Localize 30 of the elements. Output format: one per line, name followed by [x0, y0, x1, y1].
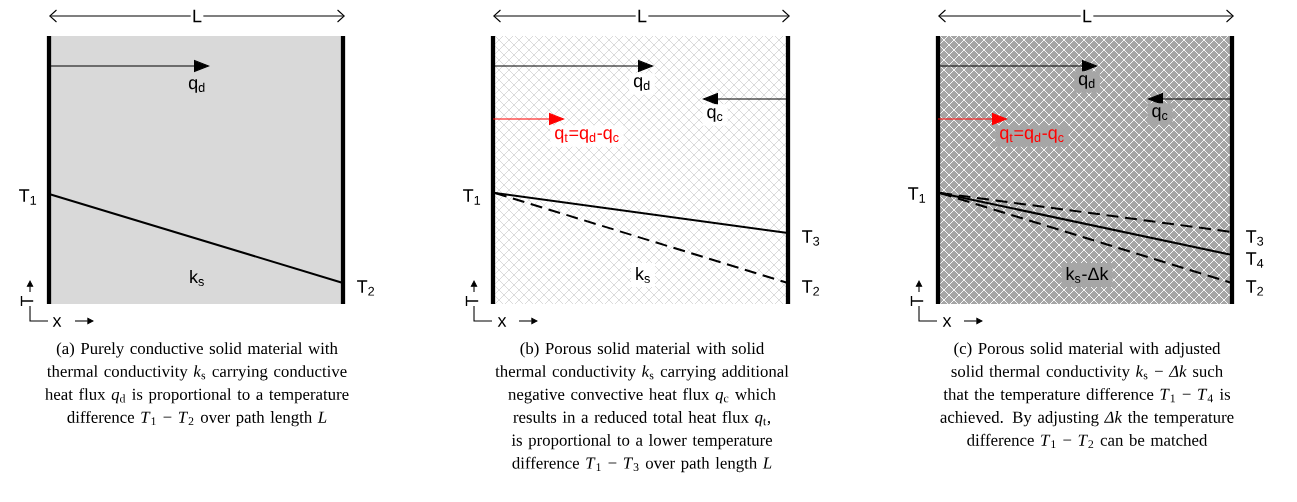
flux-label: q$_{t}$=q$_{d}$-q$_{c}$	[550, 125, 624, 147]
axis-label: x	[497, 317, 507, 327]
dimension-label: L	[1080, 8, 1094, 24]
symbol-label: k$_{s}$	[631, 262, 655, 287]
dimension-label: L	[635, 8, 649, 24]
symbol-label: q$_{c}$	[1147, 103, 1173, 125]
caption: (c) Porous solid material with adjusted solid thermal conductivity k$_{s}$ − Δk such that the temperature difference T$_{1}$ − T$_{4}$ is achieved. By adjusting Δk the temperature difference T$_{1}$ − T$_{2}$ can be matched	[940, 342, 1234, 449]
symbol-label: T$_{3}$	[802, 230, 820, 246]
symbol-label: T$_{1}$	[19, 189, 37, 205]
symbol-label: q$_{d}$	[629, 73, 655, 95]
dimension-label: L	[190, 8, 204, 24]
symbol-label: T$_{3}$	[1246, 230, 1264, 246]
symbol-label: q$_{c}$	[702, 104, 728, 126]
symbol-label: T$_{2}$	[802, 280, 820, 296]
symbol-label: q$_{d}$	[188, 79, 205, 93]
symbol-label: T$_{1}$	[463, 189, 481, 205]
symbol-label: T$_{4}$	[1246, 252, 1264, 268]
caption: (b) Porous solid material with solid thermal conductivity k$_{s}$ carrying additional negative convective heat flux q$_{c}$ which results in a reduced total heat flux q$_{t}$, is proportional to a lower temperature difference T$_{1}$ − T$_{3}$ over path length L	[495, 342, 789, 473]
symbol-label: k$_{s}$	[190, 269, 204, 286]
axis-label: x	[52, 317, 62, 327]
symbol-label: T$_{2}$	[357, 280, 375, 296]
symbol-label: T$_{2}$	[1246, 280, 1264, 296]
axis-label: T	[465, 295, 479, 307]
flux-label: q$_{t}$=q$_{d}$-q$_{c}$	[995, 125, 1069, 147]
axis-label: T	[20, 295, 34, 307]
symbol-label: q$_{d}$	[1074, 71, 1100, 93]
symbol-label: T$_{1}$	[908, 187, 926, 203]
axis-label: x	[942, 317, 952, 327]
axis-label: T	[910, 295, 924, 307]
caption: (a) Purely conductive solid material with thermal conductivity k$_{s}$ carrying conductive heat flux q$_{d}$ is proportional to a temperature difference T$_{1}$ − T$_{2}$ over path length L	[45, 342, 349, 427]
